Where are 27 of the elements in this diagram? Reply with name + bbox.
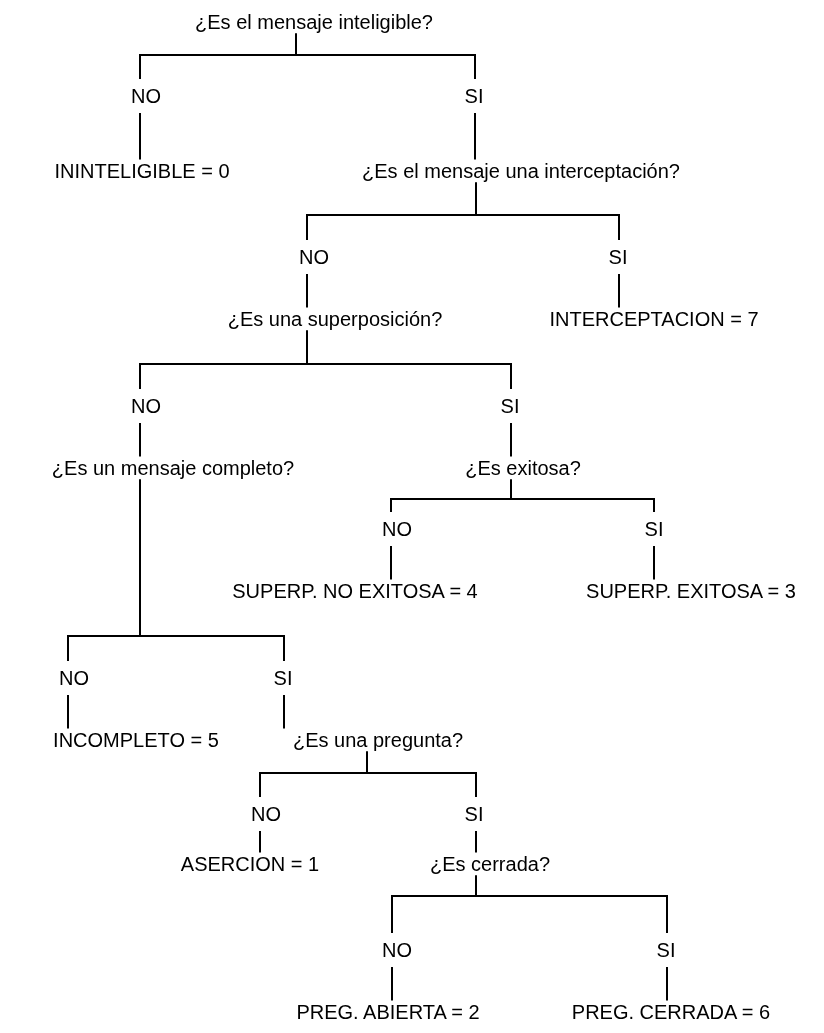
edge-label: NO xyxy=(380,933,414,967)
node-text: ¿Es el mensaje inteligible? xyxy=(195,10,433,34)
node-text: INTERCEPTACION = 7 xyxy=(549,307,759,331)
node-text: ¿Es exitosa? xyxy=(465,456,581,480)
node-text: PREG. CERRADA = 6 xyxy=(571,1000,771,1024)
edge-label: NO xyxy=(297,240,331,274)
tree-connector xyxy=(295,32,476,161)
node-text: ¿Es el mensaje una interceptación? xyxy=(362,159,680,183)
node-text: PREG. ABIERTA = 2 xyxy=(296,1000,480,1024)
edge-label: NO xyxy=(380,512,414,546)
node-text: SUPERP. EXITOSA = 3 xyxy=(586,579,796,603)
edge-label: NO xyxy=(129,389,163,423)
edge-label: NO xyxy=(129,79,163,113)
node-text: INCOMPLETO = 5 xyxy=(53,728,219,752)
node-text: ¿Es una pregunta? xyxy=(292,728,464,752)
node-text: ¿Es cerrada? xyxy=(429,852,551,876)
edge-label: NO xyxy=(57,661,91,695)
tree-connector xyxy=(475,874,668,1002)
tree-connector xyxy=(306,329,512,458)
node-text: ¿Es una superposición? xyxy=(227,307,443,331)
node-text: ININTELIGIBLE = 0 xyxy=(54,159,230,183)
node-text: ASERCION = 1 xyxy=(180,852,320,876)
tree-connector xyxy=(139,478,285,730)
node-text: SUPERP. NO EXITOSA = 4 xyxy=(232,579,478,603)
node-text: ¿Es un mensaje completo? xyxy=(51,456,295,480)
edge-label: NO xyxy=(249,797,283,831)
tree-connector xyxy=(475,181,620,309)
